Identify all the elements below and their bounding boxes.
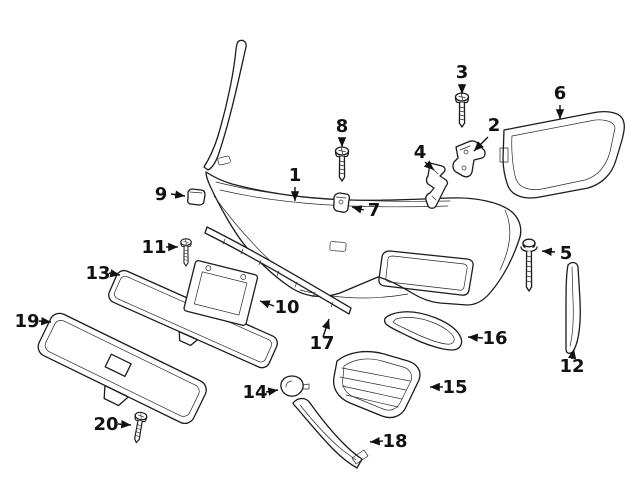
bumper-cover-drawing xyxy=(203,39,522,306)
part-number-10[interactable]: 10 xyxy=(274,297,299,318)
callout-11[interactable]: 11 xyxy=(141,237,178,258)
callout-12[interactable]: 12 xyxy=(559,348,585,377)
callout-2[interactable]: 2 xyxy=(473,115,501,152)
callout-19[interactable]: 19 xyxy=(14,311,52,332)
bolt-5-drawing xyxy=(520,238,538,292)
part-number-15[interactable]: 15 xyxy=(442,377,467,398)
leader-line-4 xyxy=(423,160,435,171)
leader-line-9 xyxy=(170,190,186,199)
part-number-18[interactable]: 18 xyxy=(382,431,407,452)
bumper-corner-crease xyxy=(499,209,511,271)
leader-line-2 xyxy=(473,136,489,152)
callout-15[interactable]: 15 xyxy=(430,377,468,398)
part-number-17[interactable]: 17 xyxy=(309,333,334,354)
bolt-3-drawing xyxy=(454,92,470,128)
leader-line-13 xyxy=(108,269,121,278)
callout-17[interactable]: 17 xyxy=(309,318,335,354)
bumper-top-strip xyxy=(203,39,247,171)
leader-line-20 xyxy=(117,420,132,429)
bolt-11-drawing xyxy=(180,238,192,267)
bracket-2-hole xyxy=(463,149,469,155)
bumper-air-intake-inner xyxy=(385,255,468,291)
part-number-4[interactable]: 4 xyxy=(414,142,427,163)
part-number-12[interactable]: 12 xyxy=(559,356,584,377)
part-number-19[interactable]: 19 xyxy=(14,311,39,332)
callout-6[interactable]: 6 xyxy=(554,83,567,119)
air-duct-drawing xyxy=(383,311,463,351)
fog-grille-slats xyxy=(339,367,411,408)
trim-strip-drawing xyxy=(204,226,352,315)
side-grille-tab xyxy=(499,147,509,163)
callout-4[interactable]: 4 xyxy=(414,142,435,171)
part-number-8[interactable]: 8 xyxy=(336,116,349,137)
bracket-4-drawing xyxy=(425,162,449,209)
bracket-hole xyxy=(205,265,212,272)
bumper-sensor-slot xyxy=(217,155,231,166)
callout-20[interactable]: 20 xyxy=(93,414,132,435)
leader-line-17 xyxy=(321,318,330,338)
bumper-upper-crease-2 xyxy=(219,189,449,208)
side-grille-mesh xyxy=(511,119,616,190)
part-number-9[interactable]: 9 xyxy=(155,184,168,205)
leader-line-18 xyxy=(369,437,384,446)
leader-line-10 xyxy=(259,300,275,309)
mount-bracket-drawing xyxy=(292,397,369,469)
callout-8[interactable]: 8 xyxy=(336,116,349,147)
pillar-trim-drawing xyxy=(565,261,581,354)
bolt-20-drawing xyxy=(129,410,148,445)
clip-9-drawing xyxy=(186,188,206,206)
bracket-hole xyxy=(240,274,247,280)
side-grille-outline xyxy=(502,111,625,199)
part-number-20[interactable]: 20 xyxy=(93,414,118,435)
callout-7[interactable]: 7 xyxy=(351,200,381,221)
part-number-6[interactable]: 6 xyxy=(554,83,567,104)
callout-14[interactable]: 14 xyxy=(242,382,279,403)
callout-10[interactable]: 10 xyxy=(259,297,300,318)
leader-line-14 xyxy=(265,387,279,396)
part-number-14[interactable]: 14 xyxy=(242,382,267,403)
mount-bracket-foot xyxy=(351,449,369,465)
part-number-2[interactable]: 2 xyxy=(488,115,501,136)
callout-1[interactable]: 1 xyxy=(289,165,302,201)
leader-line-12 xyxy=(567,348,577,360)
part-number-1[interactable]: 1 xyxy=(289,165,302,186)
part-number-16[interactable]: 16 xyxy=(482,328,507,349)
clip-7-drawing xyxy=(332,192,351,213)
callout-5[interactable]: 5 xyxy=(541,243,573,264)
bumper-center-slot xyxy=(329,241,347,252)
license-plate-bracket-drawing xyxy=(183,259,259,326)
leader-line-5 xyxy=(541,247,556,256)
side-grille-drawing xyxy=(499,111,625,199)
bracket-2-hole xyxy=(461,165,467,171)
callout-18[interactable]: 18 xyxy=(369,431,408,452)
tow-cap-drawing xyxy=(280,375,310,397)
clip-7-hole xyxy=(338,199,344,205)
leader-line-16 xyxy=(467,333,484,342)
callout-3[interactable]: 3 xyxy=(456,62,469,94)
leader-line-7 xyxy=(351,205,365,214)
lower-grille-drawing xyxy=(37,312,207,425)
lower-grille-mesh xyxy=(44,320,200,417)
bracket-2-drawing xyxy=(452,140,486,178)
part-number-13[interactable]: 13 xyxy=(85,263,110,284)
bolt-8-drawing xyxy=(334,146,350,182)
callout-9[interactable]: 9 xyxy=(155,184,186,205)
bumper-upper-crease xyxy=(215,181,451,202)
callout-13[interactable]: 13 xyxy=(85,263,121,284)
part-number-5[interactable]: 5 xyxy=(560,243,573,264)
bumper-air-intake xyxy=(378,250,474,296)
leader-line-19 xyxy=(38,317,52,326)
lower-grille-camera-mount xyxy=(104,353,132,378)
fog-grille-drawing xyxy=(332,350,421,419)
lower-grille-tab xyxy=(103,384,129,407)
part-number-11[interactable]: 11 xyxy=(141,237,166,258)
part-number-7[interactable]: 7 xyxy=(368,200,381,221)
upper-grille-tab xyxy=(178,330,199,347)
callout-16[interactable]: 16 xyxy=(467,328,508,349)
part-number-3[interactable]: 3 xyxy=(456,62,469,83)
